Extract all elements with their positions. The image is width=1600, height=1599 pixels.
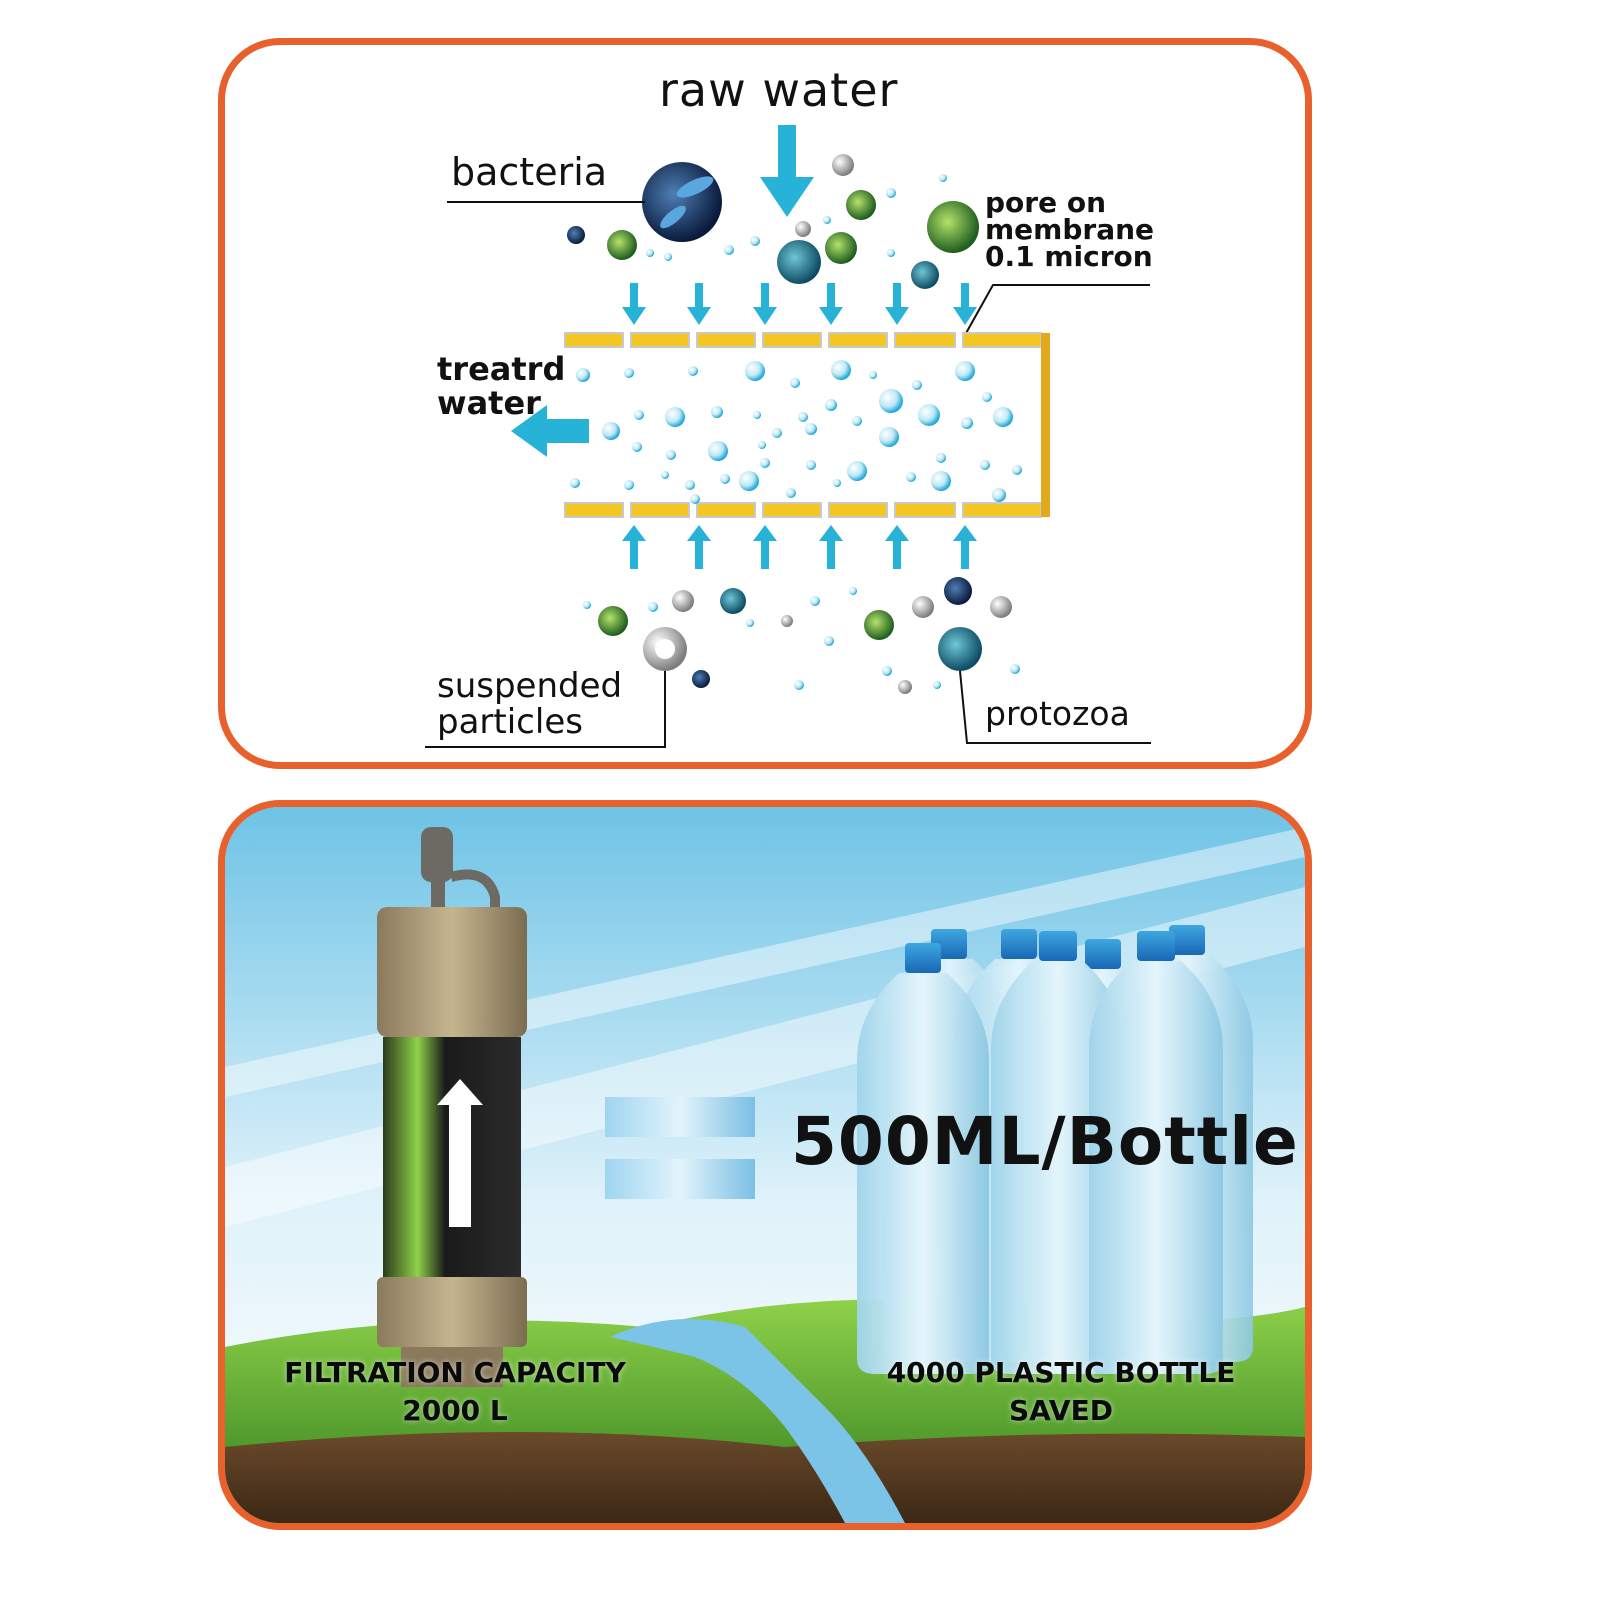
raw-water-arrow <box>760 125 814 217</box>
capacity-comparison-panel: 500ML/Bottle FILTRATION CAPACITY 2000 L … <box>218 800 1312 1530</box>
equals-sign <box>605 1097 755 1199</box>
treated-water-label-line2: water <box>437 384 541 422</box>
bottles-saved-line1: 4000 PLASTIC BOTTLE <box>886 1356 1236 1389</box>
bacteria-illustration <box>642 162 722 242</box>
filtration-diagram-panel: raw water bacteria pore on membrane 0.1 … <box>218 38 1312 769</box>
protozoa-leader-line <box>959 670 1151 744</box>
filtration-capacity-line1: FILTRATION CAPACITY <box>284 1356 626 1389</box>
bacteria-label: bacteria <box>451 150 608 194</box>
bottle-size-label: 500ML/Bottle <box>791 1103 1299 1180</box>
up-arrows <box>622 525 977 569</box>
filtration-capacity-line2: 2000 L <box>402 1394 508 1427</box>
suspended-label-line2: particles <box>437 702 583 742</box>
pore-label-line3: 0.1 micron <box>985 240 1153 273</box>
suspended-label-line1: suspended <box>437 666 623 706</box>
river <box>610 1319 905 1523</box>
suspended-leader-line <box>425 671 666 748</box>
capacity-scene <box>225 807 1305 1523</box>
treated-water-arrow <box>511 405 589 457</box>
pore-label-line2: membrane <box>985 213 1155 246</box>
membrane-tube <box>564 332 1050 518</box>
filtered-water-bubbles <box>570 360 1022 504</box>
pore-leader-line <box>964 284 1150 336</box>
treated-water-label-line1: treatrd <box>437 350 566 388</box>
filtration-capacity-caption: FILTRATION CAPACITY 2000 L <box>245 1354 665 1430</box>
top-particles <box>567 154 979 289</box>
down-arrows <box>622 283 977 325</box>
bottles-saved-caption: 4000 PLASTIC BOTTLE SAVED <box>851 1354 1271 1430</box>
bottles-saved-line2: SAVED <box>1009 1394 1113 1427</box>
bottom-particles <box>583 577 1020 694</box>
diagram-graphic <box>425 125 1151 748</box>
protozoa-label: protozoa <box>985 694 1130 733</box>
pore-label-line1: pore on <box>985 186 1106 219</box>
water-filter-product <box>377 827 527 1387</box>
raw-water-label: raw water <box>659 63 899 117</box>
plastic-bottles <box>857 925 1253 1374</box>
